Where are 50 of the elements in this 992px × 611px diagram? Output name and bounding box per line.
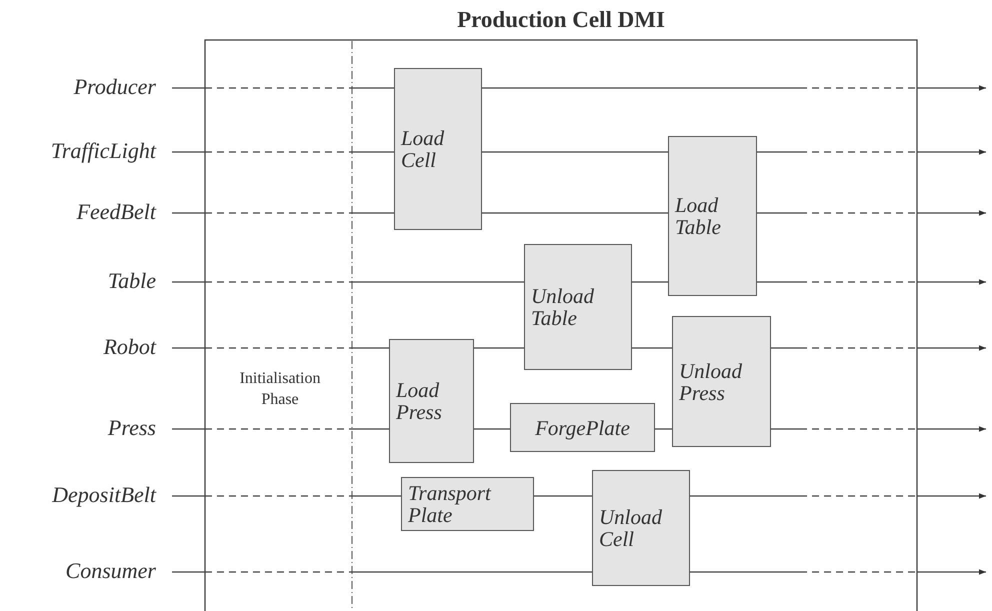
action-name: Load Table <box>675 194 722 238</box>
lifeline-arrow <box>690 493 986 499</box>
lifeline <box>474 428 510 430</box>
lifeline-arrow <box>482 85 986 91</box>
lifeline <box>632 281 668 283</box>
lifeline <box>172 87 394 89</box>
participant-label: TrafficLight <box>0 138 172 164</box>
action-name: Unload Cell <box>599 506 663 550</box>
lifeline <box>534 495 592 497</box>
lifeline <box>632 347 672 349</box>
lifeline <box>482 212 668 214</box>
lifeline <box>172 151 394 153</box>
participant-label: Press <box>0 415 172 441</box>
action-box <box>401 477 534 531</box>
action-box <box>672 316 771 447</box>
action-box <box>592 470 690 586</box>
participant-label: FeedBelt <box>0 199 172 225</box>
action-name: Unload Table <box>531 285 595 329</box>
action-box <box>389 339 474 463</box>
lifeline <box>474 347 524 349</box>
lifeline <box>655 428 672 430</box>
diagram-title: Production Cell DMI <box>456 6 666 34</box>
action-name: ForgePlate <box>535 416 630 438</box>
lifeline <box>172 212 394 214</box>
action-box <box>524 244 632 370</box>
action-name: Transport Plate <box>408 482 492 526</box>
lifeline <box>482 151 668 153</box>
participant-label: DepositBelt <box>0 482 172 508</box>
lifeline-arrow <box>757 210 986 216</box>
participant-label: Consumer <box>0 558 172 584</box>
participant-label: Robot <box>0 334 172 360</box>
participant-label: Producer <box>0 74 172 100</box>
action-box <box>394 68 482 230</box>
action-name: Unload Press <box>679 360 743 404</box>
participant-label: Table <box>0 268 172 294</box>
lifeline <box>172 281 524 283</box>
action-name: Load Press <box>396 379 443 423</box>
lifeline-arrow <box>690 569 986 575</box>
phase-label: Initialisation Phase <box>238 369 322 410</box>
lifeline-arrow <box>771 345 986 351</box>
lifeline-arrow <box>771 426 986 432</box>
lifeline <box>172 495 401 497</box>
lifeline <box>172 428 389 430</box>
lifeline-arrow <box>757 149 986 155</box>
lifeline <box>172 571 592 573</box>
action-box <box>668 136 757 296</box>
lifeline <box>172 347 389 349</box>
action-name: Load Cell <box>401 127 446 171</box>
lifeline-arrow <box>757 279 986 285</box>
action-box <box>510 403 655 452</box>
